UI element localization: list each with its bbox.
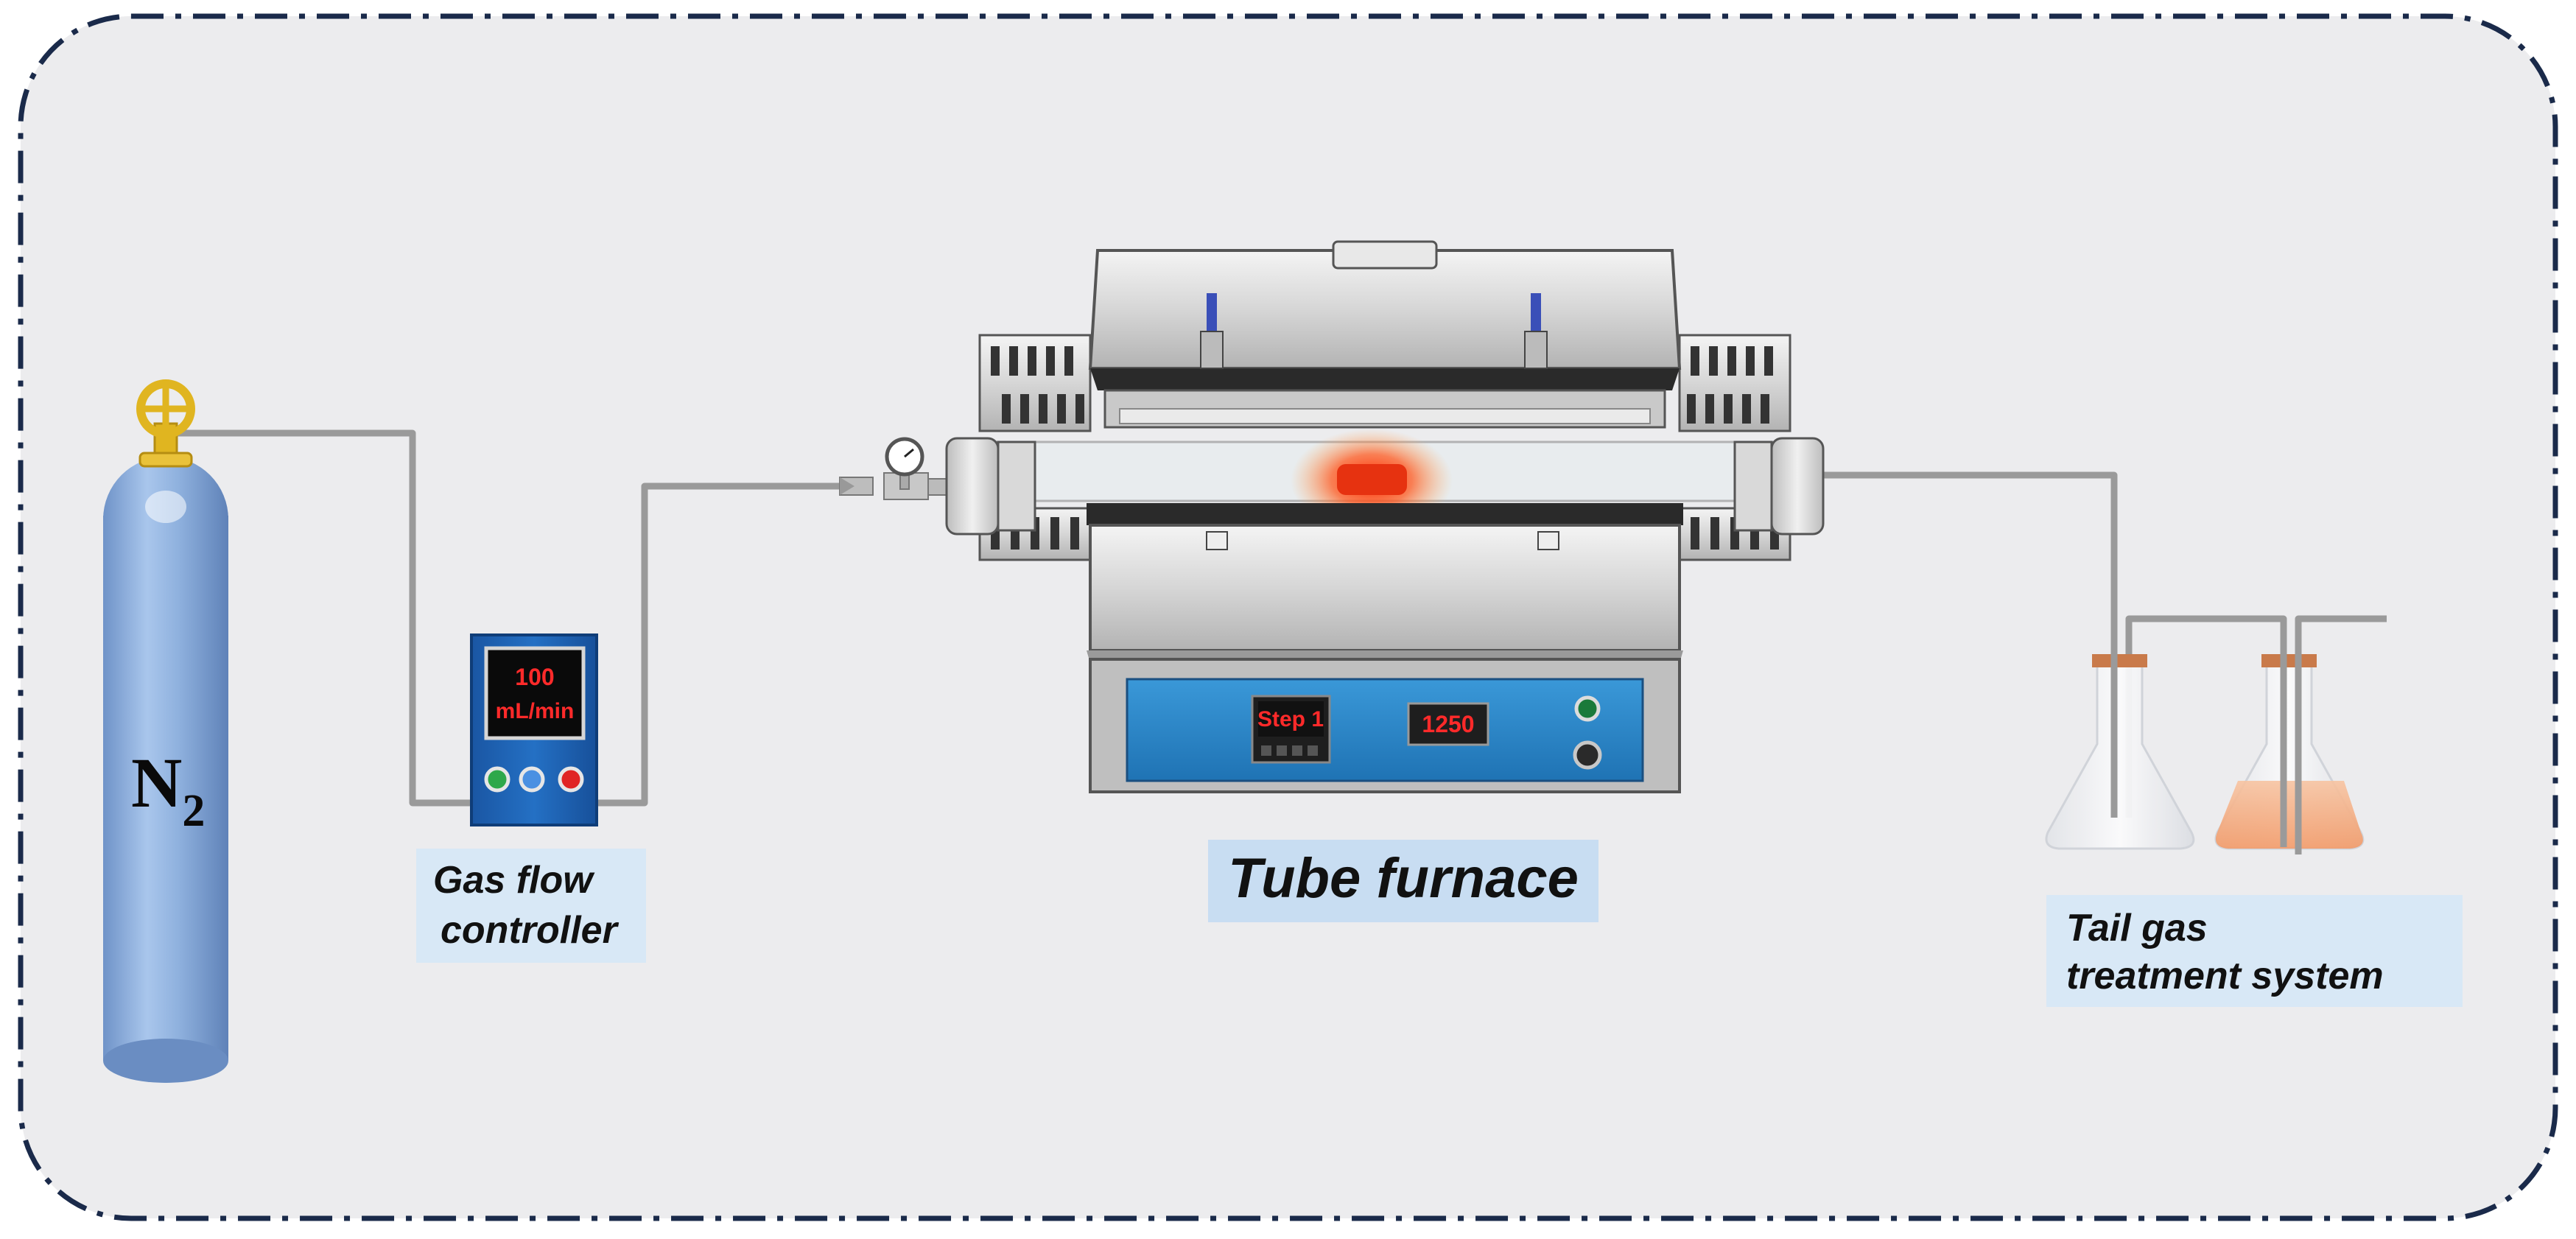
tube-furnace: Step 1 1250 (945, 240, 1825, 793)
temperature-display-text: 1250 (1422, 711, 1474, 737)
flask1-stopper (2092, 654, 2147, 667)
tail-gas-flask-1 (2045, 622, 2195, 850)
tail-gas-label-line1: Tail gas (2066, 907, 2208, 950)
left-flange (945, 437, 1000, 536)
nitrogen-cylinder: N2 (103, 379, 228, 1083)
right-flange-inner (1733, 441, 1773, 532)
controller-red-button[interactable] (558, 766, 584, 793)
lid-inner-edge (1090, 368, 1680, 390)
gauge-needle (904, 448, 914, 458)
gas-flow-label-line2: controller (441, 909, 620, 952)
controller-blue-button[interactable] (519, 766, 545, 793)
gas-flow-controller-label: Gas flow controller (416, 849, 646, 963)
furnace-right-vent-upper (1678, 334, 1791, 432)
lower-latch-right (1537, 531, 1559, 550)
cylinder-body-mid (103, 516, 228, 1061)
tube-furnace-label: Tube furnace (1208, 840, 1598, 922)
furnace-lower-chamber (1089, 524, 1681, 652)
lid-clamp-left[interactable] (1200, 293, 1224, 369)
controller-display (484, 646, 586, 740)
tail-gas-label-bg (2046, 895, 2463, 1007)
temperature-display-housing (1407, 702, 1489, 746)
furnace-lower-edge (1087, 503, 1683, 525)
furnace-left-vent-upper (978, 334, 1092, 432)
controller-green-button[interactable] (484, 766, 510, 793)
cylinder-base (103, 1039, 228, 1083)
step-display-text: Step 1 (1257, 707, 1324, 731)
lid-clamp-right[interactable] (1524, 293, 1548, 369)
control-knob[interactable] (1573, 740, 1602, 770)
flow-value: 100 (515, 664, 554, 690)
lower-latch-left (1206, 531, 1228, 550)
tube-furnace-label-bg (1208, 840, 1598, 922)
pipe-controller-to-furnace (597, 482, 869, 807)
gas-flow-label-bg (416, 849, 646, 963)
sample-boat (1337, 464, 1407, 495)
tail-gas-label: Tail gas treatment system (2046, 895, 2463, 1007)
lid-insulation-strip (1119, 408, 1651, 424)
tail-gas-label-line2: treatment system (2066, 955, 2384, 997)
step-display (1258, 701, 1324, 737)
flask2-solution (2215, 781, 2363, 849)
flask2-stopper (2261, 654, 2317, 667)
tube-furnace-label-text: Tube furnace (1228, 847, 1579, 910)
furnace-control-panel (1126, 678, 1644, 782)
power-indicator (1574, 695, 1601, 722)
cylinder-highlight (145, 491, 186, 523)
gas-flow-label-line1: Gas flow (433, 859, 595, 902)
left-flange-inner (997, 441, 1036, 532)
inlet-valve-arrow (840, 477, 854, 495)
flow-unit: mL/min (496, 699, 575, 723)
step-display-keys[interactable] (1261, 745, 1318, 756)
pipe-cylinder-to-controller (166, 429, 471, 807)
gas-flow-controller: 100 mL/min (470, 633, 598, 826)
valve-collar (138, 452, 193, 468)
inlet-gauge-assembly (839, 437, 951, 500)
gas-symbol-label: N2 (131, 743, 205, 836)
tail-gas-flask-2 (2214, 622, 2365, 854)
lid-handle[interactable] (1332, 240, 1438, 270)
right-flange (1770, 437, 1825, 536)
